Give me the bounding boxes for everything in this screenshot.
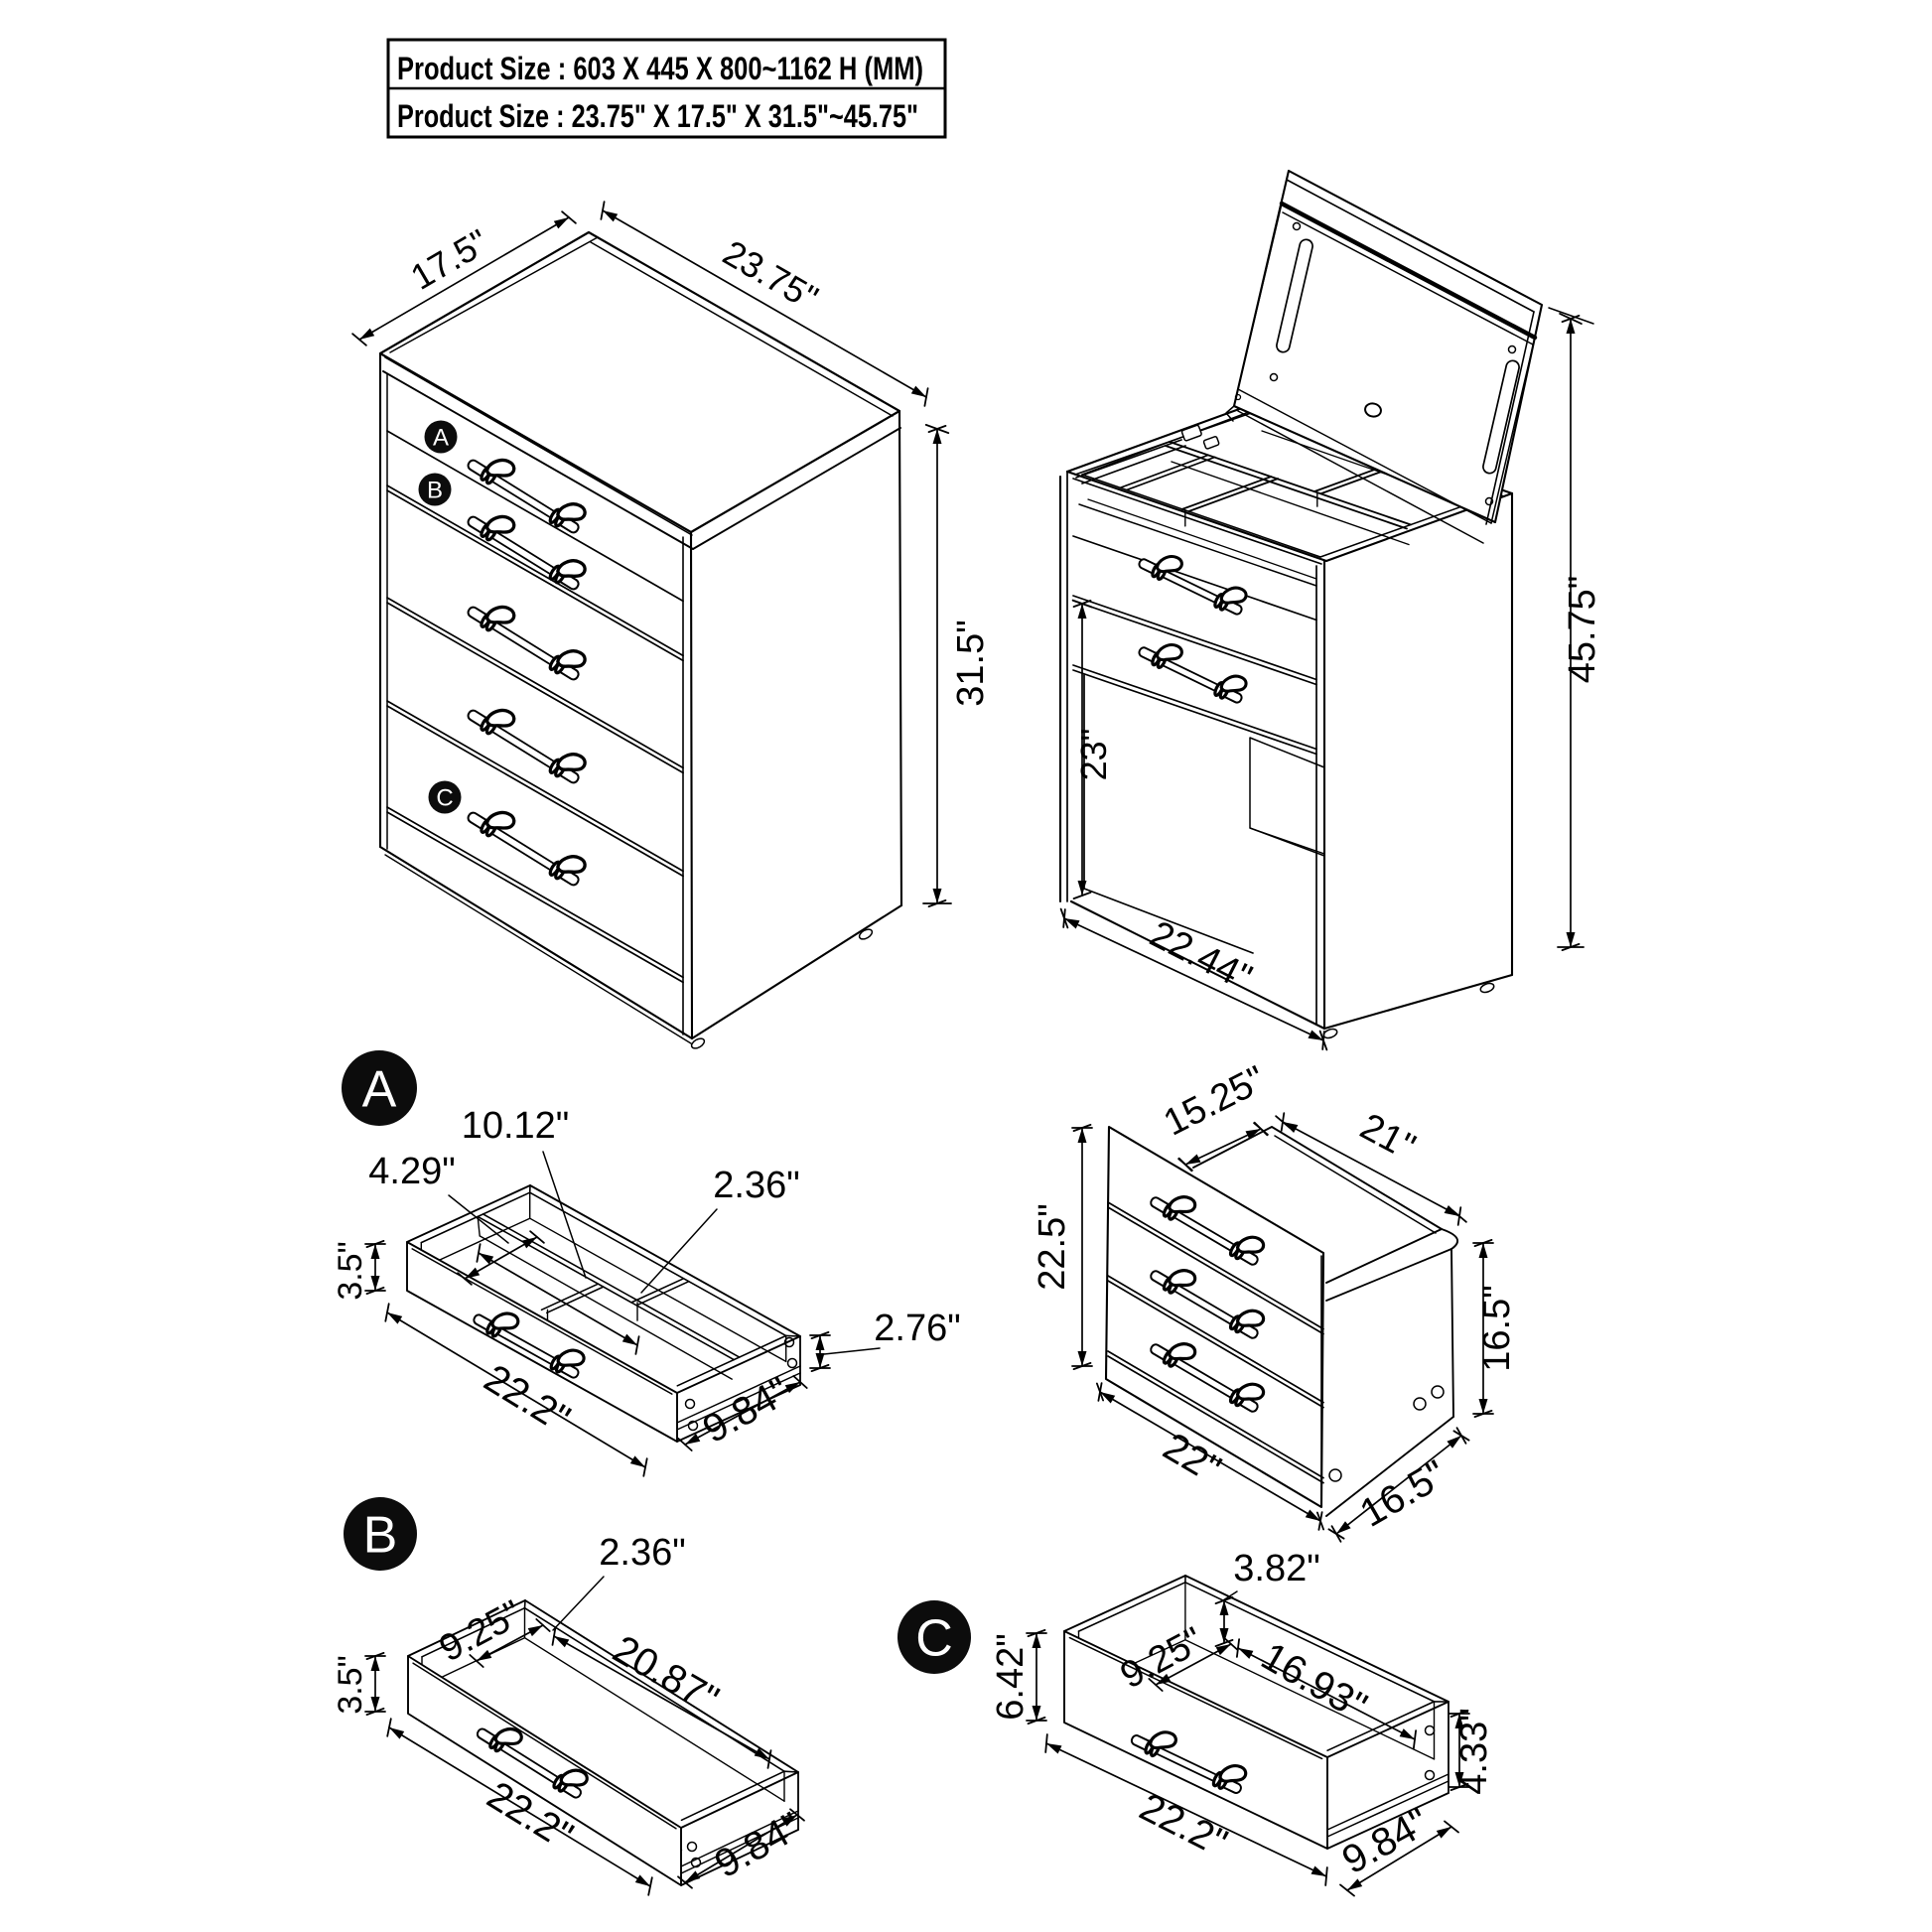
svg-text:3.5": 3.5" [332, 1655, 369, 1714]
svg-text:23": 23" [1073, 729, 1114, 781]
svg-text:A: A [362, 1061, 397, 1119]
svg-text:3.82": 3.82" [1233, 1548, 1319, 1589]
svg-text:Product Size : 603 X 445 X 800: Product Size : 603 X 445 X 800~1162 H (M… [397, 51, 923, 86]
svg-text:10.12": 10.12" [462, 1105, 570, 1147]
svg-text:B: B [427, 478, 443, 504]
svg-text:Product Size : 23.75" X 17.5": Product Size : 23.75" X 17.5" X 31.5"~45… [397, 98, 918, 134]
svg-text:C: C [436, 785, 453, 812]
svg-text:31.5": 31.5" [950, 620, 992, 706]
svg-text:2.36": 2.36" [599, 1532, 685, 1574]
svg-text:4.29": 4.29" [368, 1151, 455, 1192]
svg-text:3.5": 3.5" [332, 1241, 369, 1300]
svg-text:4.33": 4.33" [1453, 1708, 1495, 1794]
svg-text:6.42": 6.42" [990, 1633, 1032, 1720]
svg-text:45.75": 45.75" [1562, 576, 1603, 684]
svg-text:C: C [915, 1610, 953, 1668]
svg-text:A: A [433, 425, 449, 452]
svg-text:2.36": 2.36" [713, 1165, 799, 1206]
svg-text:2.76": 2.76" [874, 1308, 960, 1349]
svg-text:16.5": 16.5" [1476, 1285, 1518, 1371]
svg-text:B: B [363, 1507, 398, 1565]
svg-text:22.5": 22.5" [1032, 1203, 1073, 1290]
